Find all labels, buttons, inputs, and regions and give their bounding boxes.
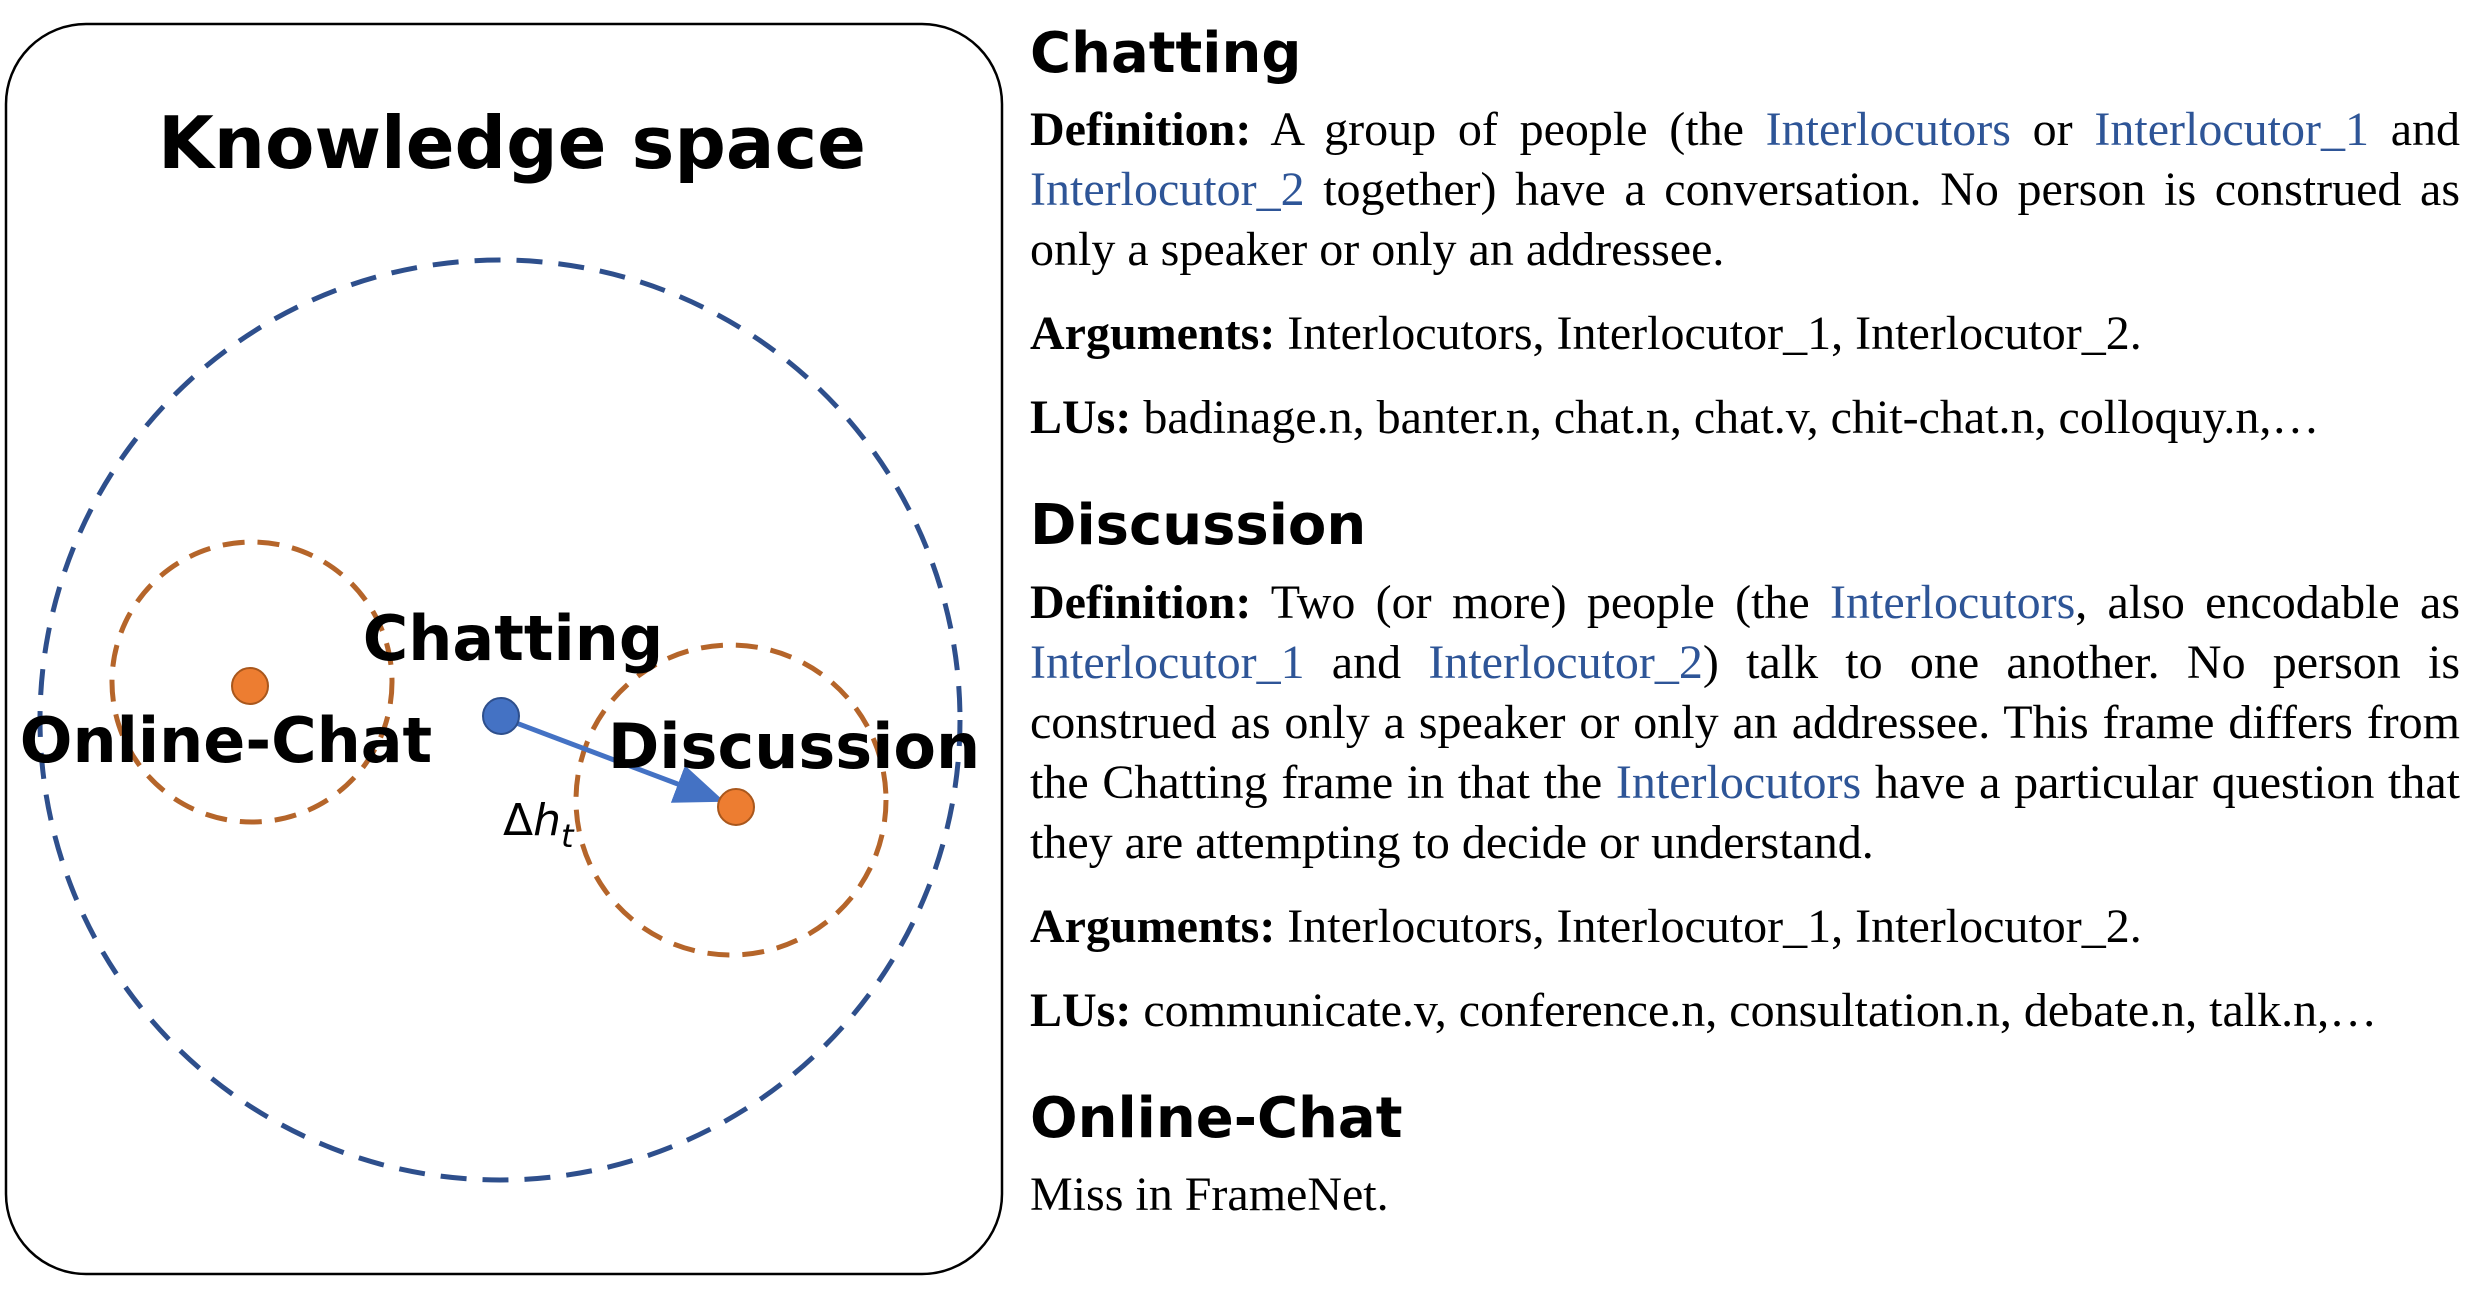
entity-interlocutor-1: Interlocutor_1 [2094,103,2369,157]
knowledge-space-diagram: Knowledge space Chatting Online-Chat Dis… [4,22,1004,1276]
discussion-frame-section: Discussion Definition: Two (or more) peo… [1030,493,2460,1041]
entity-interlocutor-2: Interlocutor_2 [1030,163,1305,217]
online-chat-dot [231,667,269,705]
definition-text: have a particular question that they are… [1030,755,2461,869]
lus-text: communicate.v, conference.n, consultatio… [1131,983,2378,1037]
discussion-lus: LUs: communicate.v, conference.n, consul… [1030,981,2460,1041]
definition-text: and [2368,103,2461,157]
discussion-definition: Definition: Two (or more) people (the In… [1030,573,2460,873]
chatting-label: Chatting [363,602,664,675]
online-chat-circle [109,539,395,825]
online-chat-frame-section: Online-Chat Miss in FrameNet. [1030,1085,2460,1225]
definition-text: A group of people (the [1251,103,1766,157]
arguments-label: Arguments: [1030,899,1276,953]
lus-label: LUs: [1030,391,1132,445]
chatting-lus: LUs: badinage.n, banter.n, chat.n, chat.… [1030,388,2460,448]
chatting-frame-section: Chatting Definition: A group of people (… [1030,21,2460,448]
delta-var: h [533,795,561,846]
definition-text: or [2010,103,2095,157]
knowledge-space-title: Knowledge space [158,101,866,185]
entity-interlocutor-2: Interlocutor_2 [1428,635,1703,689]
lus-label: LUs: [1030,983,1132,1037]
chatting-dot [482,697,520,735]
definition-text: Two (or more) people (the [1251,575,1831,629]
discussion-dot [717,788,755,826]
delta-sub: t [561,817,575,855]
discussion-label: Discussion [608,710,980,783]
online-chat-frame-title: Online-Chat [1030,1085,1403,1151]
online-chat-label: Online-Chat [20,704,432,777]
lus-text: badinage.n, banter.n, chat.n, chat.v, ch… [1131,391,2320,445]
frame-definitions-panel: Chatting Definition: A group of people (… [1030,21,2460,1225]
discussion-circle [573,642,889,958]
chatting-arguments: Arguments: Interlocutors, Interlocutor_1… [1030,304,2460,364]
entity-interlocutor-1: Interlocutor_1 [1030,635,1305,689]
arguments-label: Arguments: [1030,307,1276,361]
arguments-text: Interlocutors, Interlocutor_1, Interlocu… [1275,307,2142,361]
delta-h-label: Δht [503,795,575,855]
online-chat-note: Miss in FrameNet. [1030,1168,1389,1222]
outer-circle [37,257,963,1183]
discussion-arguments: Arguments: Interlocutors, Interlocutor_1… [1030,897,2460,957]
arguments-text: Interlocutors, Interlocutor_1, Interlocu… [1275,899,2142,953]
delta-symbol: Δ [503,795,533,846]
chatting-frame-title: Chatting [1030,21,1302,86]
chatting-definition: Definition: A group of people (the Inter… [1030,100,2460,280]
definition-text: ) talk to one another. No person is cons… [1030,635,2460,809]
definition-text: together) have a conversation. No person… [1030,163,2460,277]
entity-interlocutors: Interlocutors [1765,103,2011,157]
discussion-frame-title: Discussion [1030,493,1367,559]
entity-interlocutors: Interlocutors [1615,755,1862,809]
definition-text: and [1304,635,1429,689]
entity-interlocutors: Interlocutors [1830,575,2076,629]
delta-arrow [502,715,725,803]
knowledge-space-frame [4,22,1004,1276]
definition-text: , also encodable as [2075,575,2461,629]
definition-label: Definition: [1030,575,1252,629]
definition-label: Definition: [1030,103,1252,157]
